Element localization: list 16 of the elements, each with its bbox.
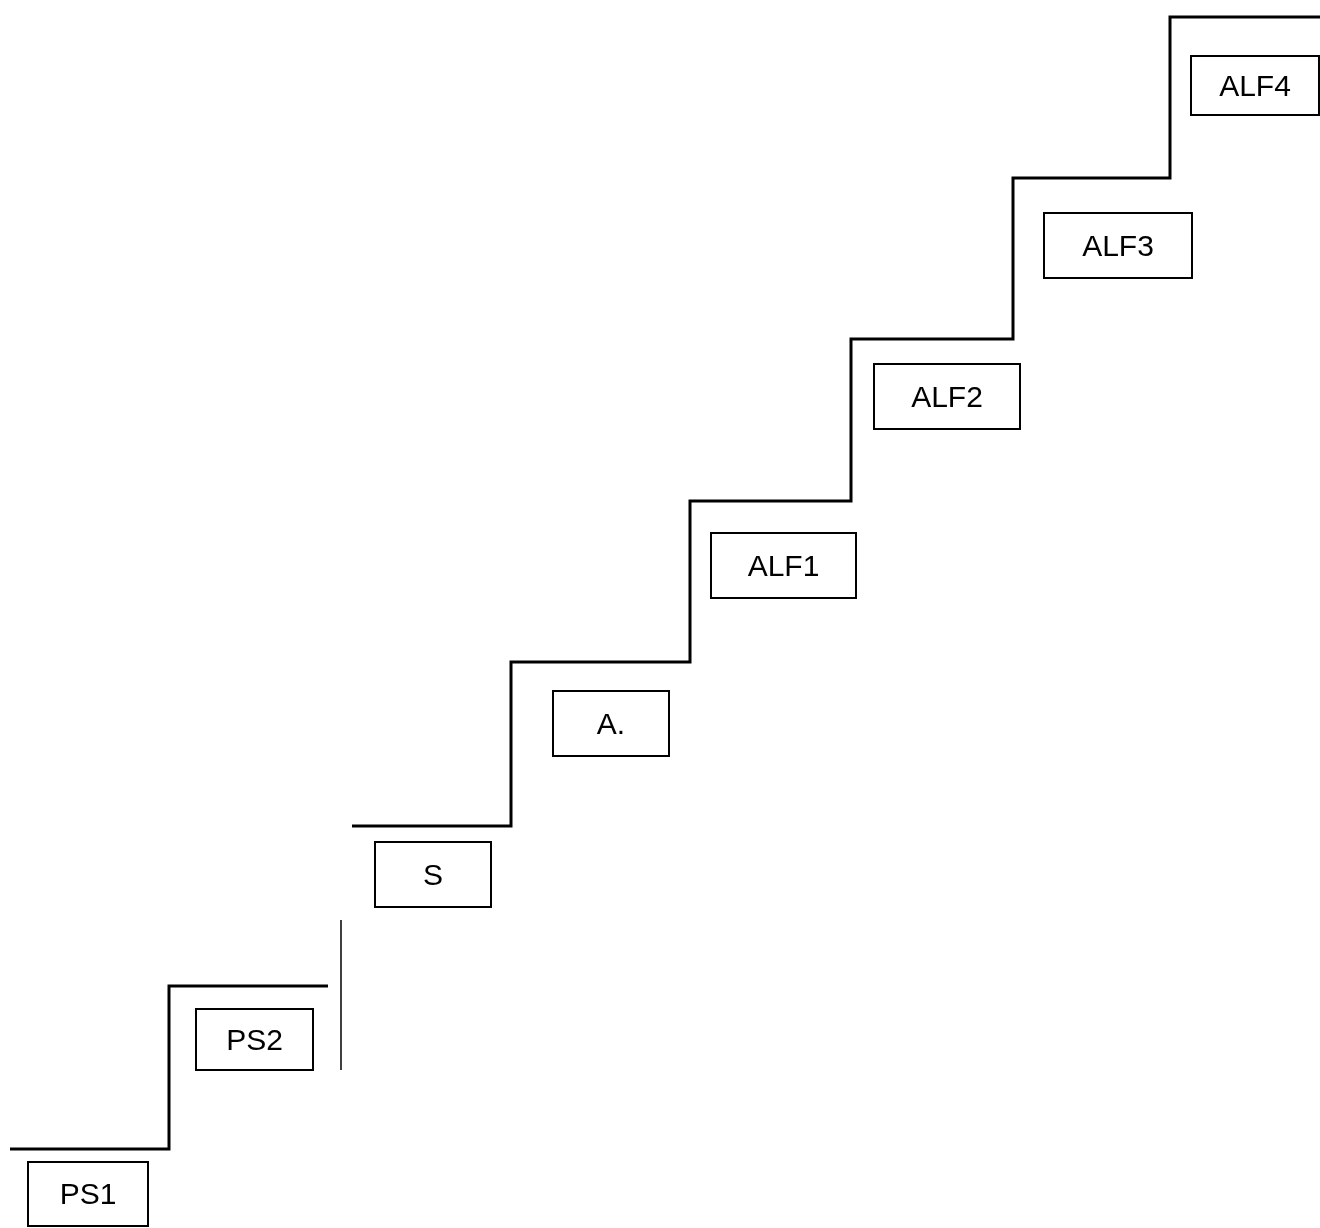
- step-box: [873, 363, 1021, 430]
- step-label: ALF4: [1219, 68, 1291, 103]
- step-box: [195, 1008, 314, 1071]
- step-label: PS1: [59, 1177, 117, 1211]
- step-label: ALF3: [1082, 228, 1154, 263]
- step-label: ALF1: [747, 548, 820, 583]
- step-box: [552, 690, 670, 757]
- step-label: S: [423, 857, 443, 892]
- step-label: A.: [596, 706, 626, 741]
- step-label: ALF2: [911, 379, 983, 414]
- step-box: [710, 532, 857, 599]
- step-box: [1190, 55, 1320, 116]
- step-box: [27, 1161, 149, 1227]
- step-box: [374, 841, 492, 908]
- step-box: [1043, 212, 1193, 279]
- step-label: PS2: [226, 1022, 283, 1057]
